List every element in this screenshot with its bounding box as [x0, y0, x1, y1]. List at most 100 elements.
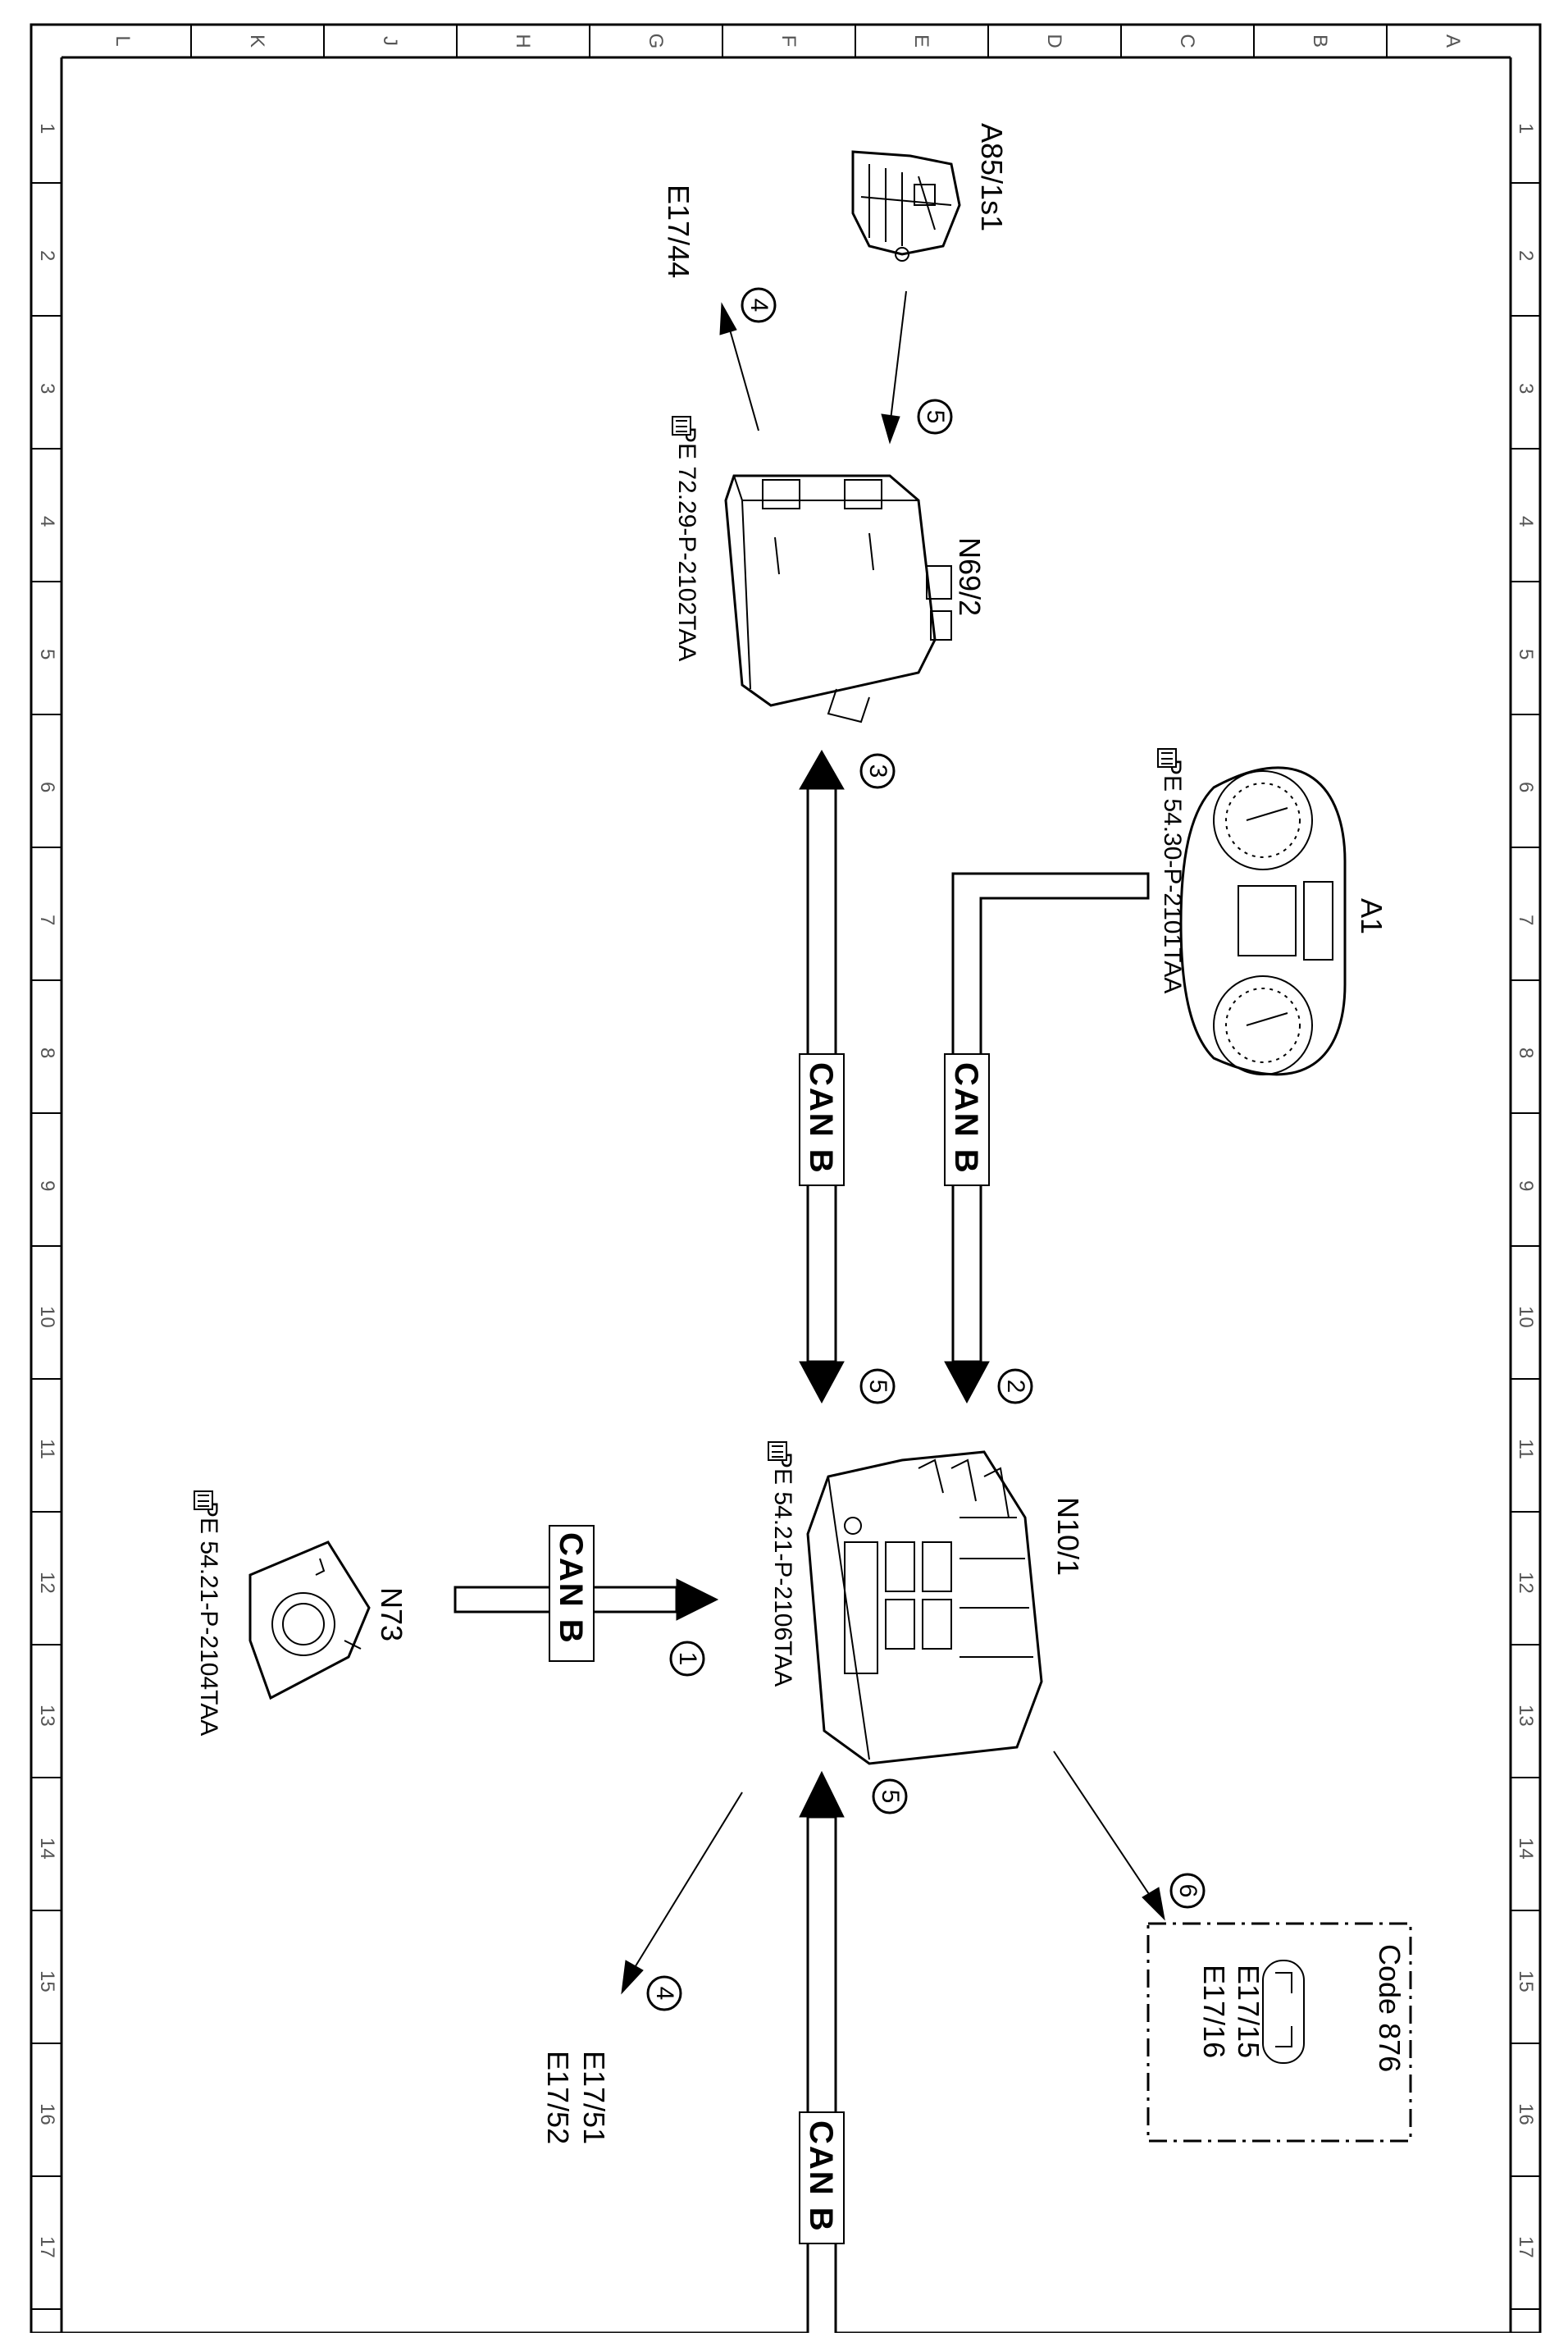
- e17-44-label: E17/44: [662, 185, 695, 278]
- n69-label: N69/2: [953, 537, 987, 616]
- row-number-right: 17: [1515, 2236, 1537, 2258]
- row-number-left: 6: [36, 782, 58, 792]
- row-number-right: 16: [1515, 2103, 1537, 2125]
- col-letter-l: L: [112, 35, 134, 46]
- row-number-left: 15: [36, 1970, 58, 1992]
- row-grid: [31, 182, 1540, 2310]
- row-number-left: 11: [36, 1439, 58, 1459]
- a1-ref: PE 54.30-P-2101TAA: [1159, 759, 1186, 993]
- outer-frame: [30, 23, 1542, 2335]
- e17-51-label: E17/51: [577, 2051, 611, 2144]
- col-letter-j: J: [379, 36, 401, 46]
- row-number-right: 1: [1515, 123, 1537, 134]
- step-number: 1: [674, 1652, 701, 1666]
- column-letters: L K J H G F E D C B A: [112, 34, 1464, 49]
- row-number-right: 15: [1515, 1970, 1537, 1992]
- step-badge-1: [669, 1641, 705, 1677]
- row-number-right: 3: [1515, 383, 1537, 394]
- a85-label: A85/1s1: [975, 123, 1009, 231]
- step-badge-5c: [872, 1778, 908, 1814]
- row-number-right: 8: [1515, 1048, 1537, 1058]
- n10-ref: PE 54.21-P-2106TAA: [769, 1452, 796, 1687]
- a85-switch: [851, 150, 961, 262]
- row-number-left: 12: [36, 1572, 58, 1594]
- arrowhead: [799, 1770, 845, 1818]
- arrowhead: [799, 749, 845, 790]
- row-number-right: 14: [1515, 1837, 1537, 1860]
- row-numbers-right: 1 2 3 4 5 6 7 8 9 10 11 12 13 14 15 16 1…: [1515, 123, 1537, 2258]
- row-number-right: 13: [1515, 1705, 1537, 1727]
- a1-instrument-cluster: [1179, 766, 1347, 1076]
- signal-arrow-6-code876: [1053, 1750, 1153, 1900]
- row-number-left: 2: [36, 250, 58, 261]
- n69-module: [724, 474, 952, 723]
- code876-line1: E17/15: [1232, 1965, 1265, 2058]
- step-badge-3: [859, 753, 896, 789]
- col-letter-f: F: [777, 35, 800, 48]
- row-number-left: 10: [36, 1306, 58, 1328]
- n69-ref: PE 72.29-P-2102TAA: [673, 427, 700, 661]
- row-number-left: 5: [36, 649, 58, 660]
- col-letter-b: B: [1309, 34, 1331, 48]
- row-numbers-left: 1 2 3 4 5 6 7 8 9 10 11 12 13 14 15 16 1…: [36, 123, 58, 2258]
- row-number-right: 7: [1515, 915, 1537, 925]
- row-number-right: 5: [1515, 649, 1537, 660]
- row-number-right: 10: [1515, 1306, 1537, 1328]
- n73-ref: PE 54.21-P-2104TAA: [195, 1501, 222, 1736]
- row-number-right: 4: [1515, 516, 1537, 527]
- hand-pointer-icon: [194, 1490, 213, 1510]
- hand-pointer-icon: [1157, 748, 1177, 768]
- can-bus-bottom-n10: CAN B: [799, 1770, 845, 2337]
- can-bus-n73-n10: CAN B: [454, 1525, 719, 1662]
- can-b-label: CAN B: [803, 2120, 839, 2233]
- signal-arrow-4-e17-51: [631, 1792, 743, 1974]
- can-b-label: CAN B: [803, 1062, 839, 1175]
- row-number-left: 16: [36, 2103, 58, 2125]
- step-number: 5: [877, 1790, 904, 1804]
- arrowhead: [621, 1960, 644, 1995]
- row-number-left: 4: [36, 516, 58, 527]
- row-number-right: 11: [1515, 1439, 1537, 1459]
- step-number: 2: [1002, 1380, 1029, 1394]
- code876-line2: E17/16: [1197, 1965, 1231, 2058]
- code876-box: [1146, 1922, 1412, 2143]
- step-number: 6: [1174, 1884, 1201, 1898]
- can-b-label: CAN B: [553, 1532, 589, 1645]
- row-number-left: 14: [36, 1837, 58, 1860]
- step-badge-4b: [646, 1975, 682, 2011]
- col-letter-c: C: [1176, 34, 1198, 48]
- row-number-left: 13: [36, 1705, 58, 1727]
- signal-arrow-4-e17-44: [727, 323, 759, 431]
- row-number-left: 8: [36, 1048, 58, 1058]
- step-badge-2: [997, 1368, 1033, 1404]
- step-badge-5b: [859, 1368, 896, 1404]
- step-badge-6: [1169, 1873, 1206, 1909]
- step-number: 4: [651, 1987, 678, 2001]
- arrowhead: [676, 1578, 719, 1621]
- col-letter-g: G: [645, 34, 667, 49]
- col-letter-e: E: [910, 34, 932, 48]
- hand-pointer-icon: [672, 416, 691, 436]
- step-number: 5: [864, 1380, 891, 1394]
- row-number-left: 1: [36, 123, 58, 134]
- row-number-left: 9: [36, 1180, 58, 1191]
- row-number-right: 12: [1515, 1572, 1537, 1594]
- col-letter-h: H: [512, 34, 534, 48]
- row-number-left: 17: [36, 2236, 58, 2258]
- hand-pointer-icon: [768, 1441, 787, 1461]
- row-number-right: 6: [1515, 782, 1537, 792]
- arrowhead: [799, 1361, 845, 1404]
- col-letter-a: A: [1442, 34, 1464, 48]
- col-letter-k: K: [246, 34, 268, 48]
- signal-arrow-5-a85: [889, 290, 907, 427]
- step-badge-4: [741, 287, 777, 323]
- n10-module: [806, 1450, 1043, 1765]
- step-badge-5: [917, 399, 953, 435]
- n73-label: N73: [375, 1587, 408, 1641]
- col-letter-d: D: [1043, 34, 1065, 48]
- a1-label: A1: [1355, 898, 1388, 934]
- arrowhead: [1142, 1887, 1165, 1921]
- can-bus-a1-n10: CAN B: [944, 872, 1150, 1404]
